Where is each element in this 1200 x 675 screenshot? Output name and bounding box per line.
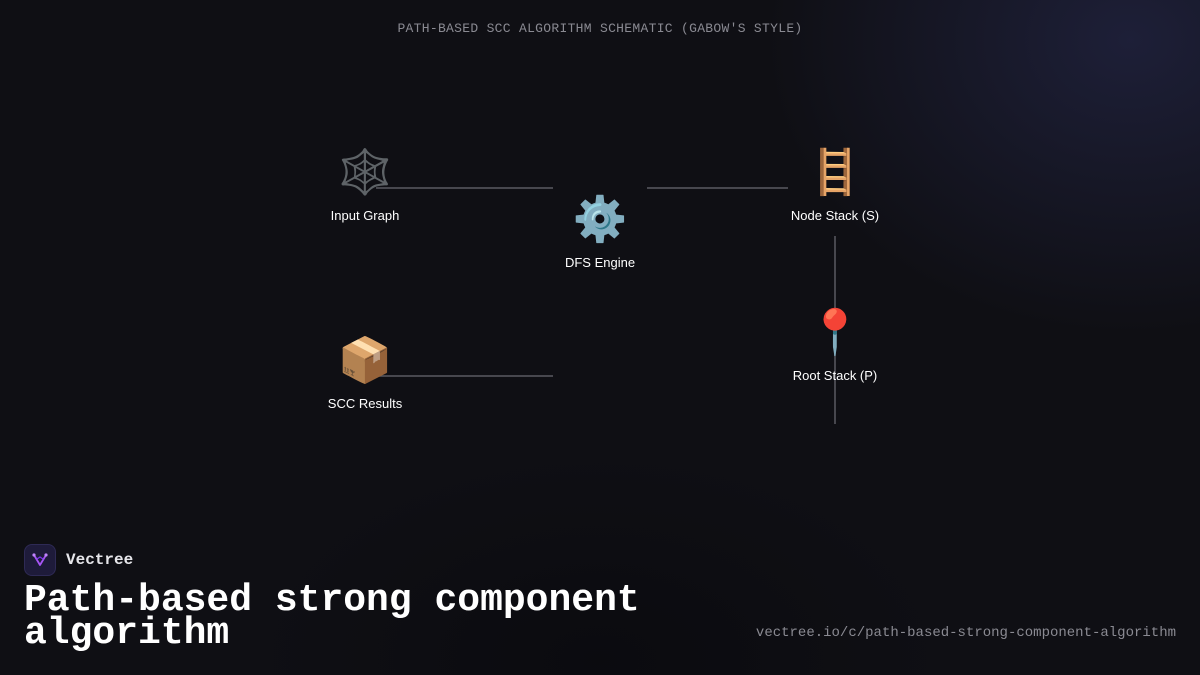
node-label-root-stack: Root Stack (P) xyxy=(792,368,878,383)
node-label-scc-results: SCC Results xyxy=(327,396,403,411)
node-scc-results[interactable]: 📦 SCC Results xyxy=(285,333,445,412)
node-input-graph[interactable]: 🕸️ Input Graph xyxy=(285,145,445,224)
brand-name: Vectree xyxy=(66,551,134,569)
diagram-title: PATH-BASED SCC ALGORITHM SCHEMATIC (GABO… xyxy=(397,21,803,36)
package-icon: 📦 xyxy=(337,336,393,385)
page-url[interactable]: vectree.io/c/path-based-strong-component… xyxy=(755,625,1176,641)
vectree-logo-icon xyxy=(24,544,56,576)
spider-web-icon: 🕸️ xyxy=(337,148,393,197)
node-label-input-graph: Input Graph xyxy=(330,208,400,223)
page-title: Path-based strong component algorithm xyxy=(24,579,640,655)
node-node-stack[interactable]: 🪜 Node Stack (S) xyxy=(755,145,915,224)
node-label-dfs-engine: DFS Engine xyxy=(564,255,636,270)
gear-icon: ⚙️ xyxy=(572,195,628,244)
round-pushpin-icon: 📍 xyxy=(807,308,863,357)
brand[interactable]: Vectree xyxy=(24,544,133,576)
node-dfs-engine[interactable]: ⚙️ DFS Engine xyxy=(520,192,680,271)
ladder-icon: 🪜 xyxy=(807,148,863,197)
node-root-stack[interactable]: 📍 Root Stack (P) xyxy=(755,305,915,384)
node-label-node-stack: Node Stack (S) xyxy=(790,208,880,223)
